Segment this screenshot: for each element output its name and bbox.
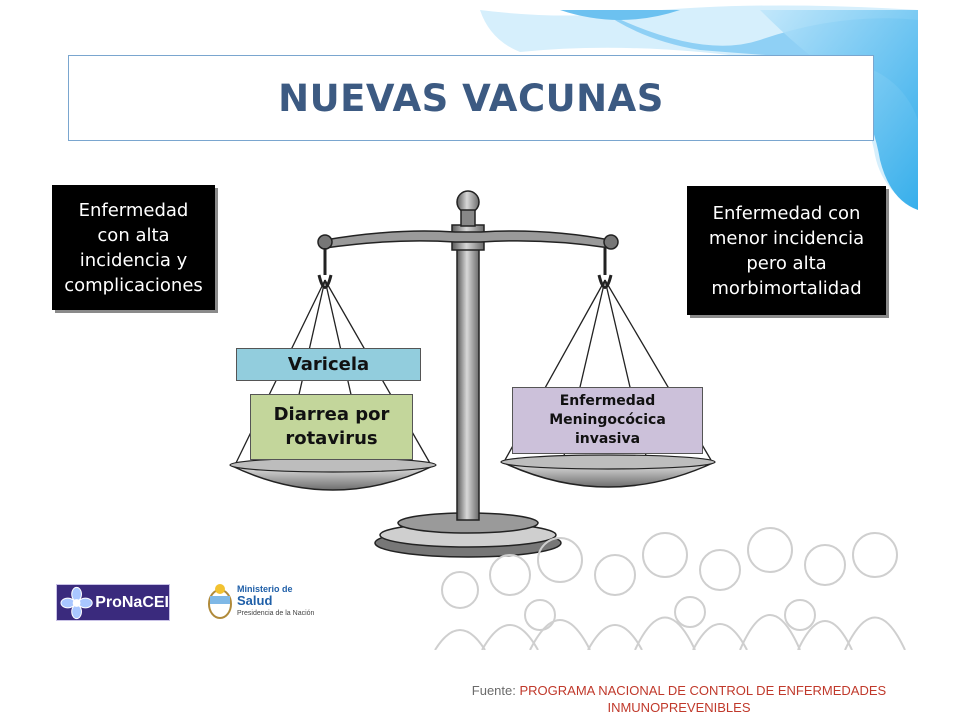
- footer-source: Fuente: PROGRAMA NACIONAL DE CONTROL DE …: [420, 682, 938, 716]
- varicela-label: Varicela: [236, 348, 421, 381]
- ministerio-line3: Presidencia de la Nación: [237, 610, 315, 617]
- ministerio-line1: Ministerio de: [237, 584, 293, 594]
- pronacei-logo: ProNaCEI: [56, 584, 170, 621]
- page-title: NUEVAS VACUNAS: [278, 76, 664, 120]
- national-seal-icon: [208, 584, 232, 619]
- right-description-box: Enfermedad con menor incidencia pero alt…: [687, 186, 886, 315]
- ministerio-line2: Salud: [237, 593, 273, 608]
- footer-source-text: PROGRAMA NACIONAL DE CONTROL DE ENFERMED…: [519, 683, 887, 715]
- left-description-box: Enfermedad con alta incidencia y complic…: [52, 185, 215, 310]
- pronacei-label: ProNaCEI: [95, 593, 169, 611]
- flower-icon: [60, 586, 93, 619]
- balance-scale-illustration: [229, 190, 716, 558]
- crowd-sketch-illustration: [434, 527, 906, 650]
- title-box: NUEVAS VACUNAS: [68, 55, 874, 141]
- ministerio-salud-logo: Ministerio de Salud Presidencia de la Na…: [206, 580, 326, 626]
- meningococo-label: Enfermedad Meningocócica invasiva: [512, 387, 703, 454]
- rotavirus-label: Diarrea por rotavirus: [250, 394, 413, 460]
- footer-prefix: Fuente:: [471, 683, 516, 698]
